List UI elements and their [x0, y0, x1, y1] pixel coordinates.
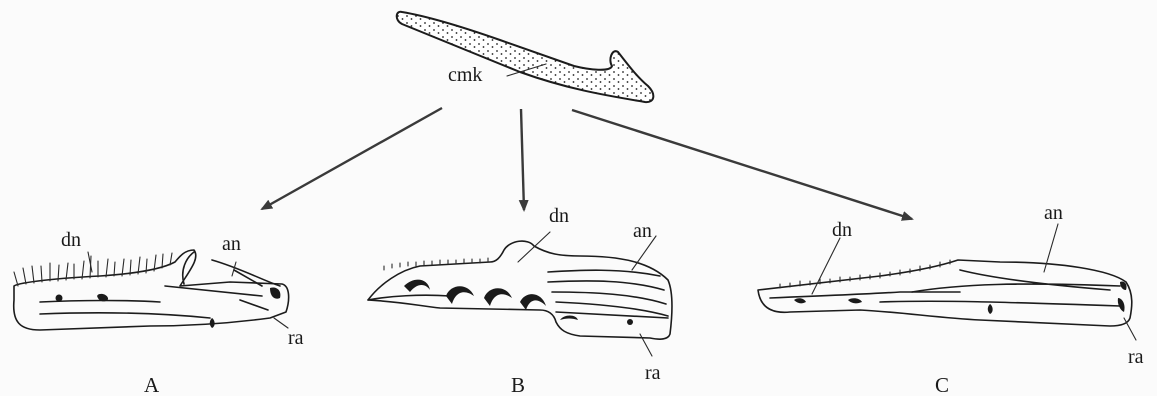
ra-label-b: ra	[645, 362, 661, 384]
an-label-b: an	[633, 220, 652, 242]
dn-label-a: dn	[61, 229, 81, 251]
arrow-to-panel-c	[572, 110, 912, 219]
ra-leader-a	[274, 318, 288, 328]
an-leader-a	[232, 262, 236, 276]
ra-leader-c	[1124, 318, 1136, 340]
dn-label-c: dn	[832, 219, 852, 241]
arrow-to-panel-a	[262, 108, 442, 209]
panel-letter-c: C	[935, 373, 949, 396]
cmk-label: cmk	[448, 64, 482, 86]
panel-letter-a: A	[144, 373, 160, 396]
ra-label-c: ra	[1128, 346, 1144, 368]
panel-letter-b: B	[511, 373, 525, 396]
ra-label-a: ra	[288, 327, 304, 349]
dn-leader-c	[812, 238, 840, 294]
meckel-cartilage-shape	[397, 12, 654, 102]
dn-leader-b	[518, 232, 550, 262]
an-label-c: an	[1044, 202, 1063, 224]
jaw-drawing-a	[14, 250, 289, 330]
jaw-drawing-b	[368, 241, 672, 339]
jaw-drawing-c	[758, 260, 1132, 326]
an-label-a: an	[222, 233, 241, 255]
dn-label-b: dn	[549, 205, 569, 227]
arrow-to-panel-b	[521, 109, 524, 210]
